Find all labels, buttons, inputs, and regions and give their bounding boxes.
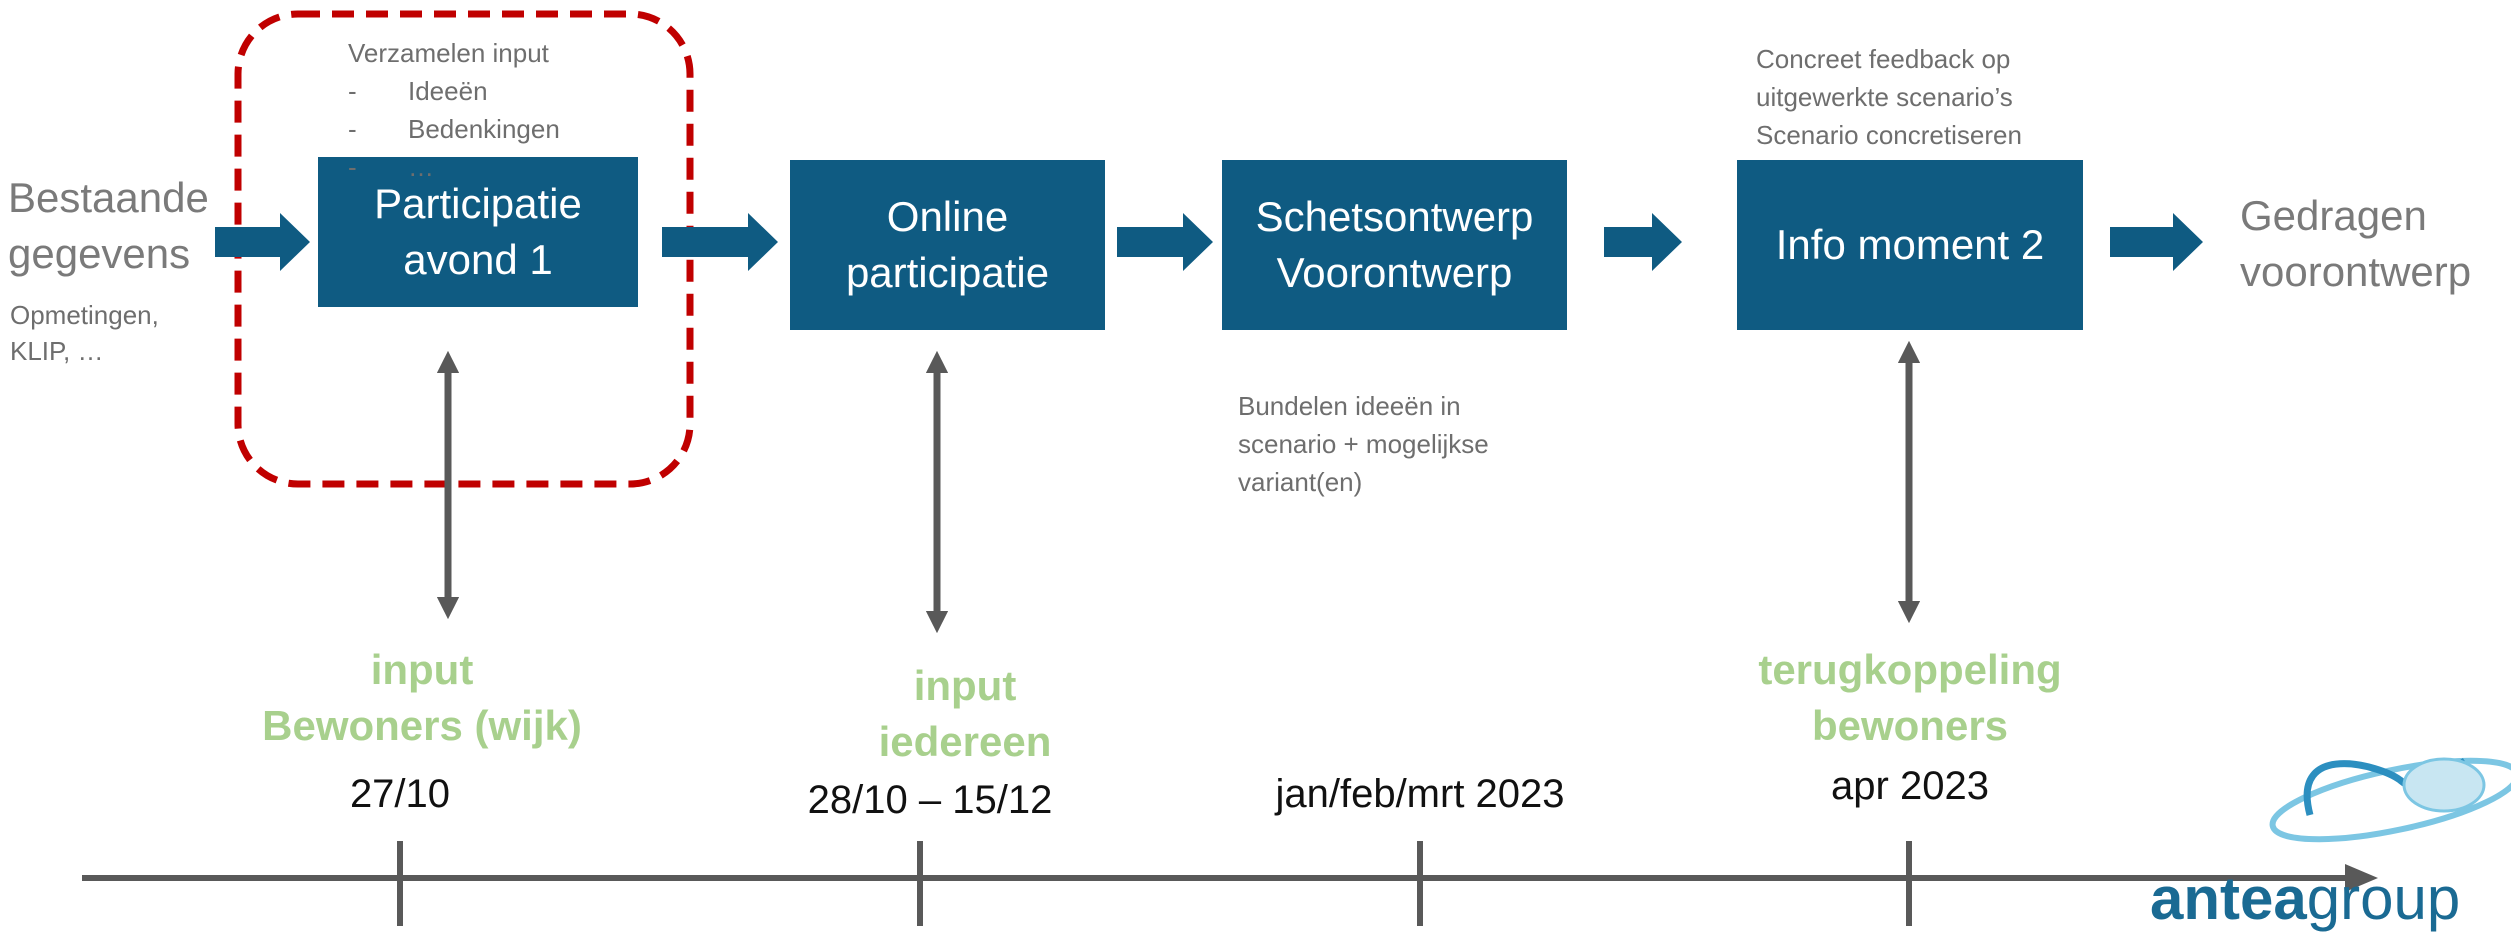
audience-bewoners-wijk: input Bewoners (wijk) bbox=[262, 646, 582, 749]
logo-text-light: group bbox=[2306, 865, 2461, 932]
flow-arrows bbox=[215, 213, 2203, 271]
step-online-participatie: Online participatie bbox=[790, 160, 1105, 330]
start-title: Bestaande gegevens bbox=[8, 174, 209, 277]
note-input-item-1: -Ideeën bbox=[348, 76, 488, 106]
date-4: apr 2023 bbox=[1831, 764, 1989, 808]
end-label: Gedragen voorontwerp bbox=[2240, 192, 2472, 295]
note-input-title: Verzamelen input bbox=[348, 38, 549, 68]
timeline-arrowhead bbox=[2345, 864, 2378, 892]
step-participatie-avond-1: Participatie avond 1 bbox=[318, 157, 638, 307]
flow-arrow-5 bbox=[2110, 213, 2203, 271]
date-1: 27/10 bbox=[349, 772, 451, 816]
flow-arrow-1 bbox=[215, 213, 310, 271]
note-bundelen: Bundelen ideeën in scenario + mogelijkse… bbox=[1238, 391, 1489, 497]
step-info-moment-2: Info moment 2 bbox=[1737, 160, 2083, 330]
start-subtitle: Opmetingen, KLIP, … bbox=[10, 300, 159, 366]
link-arrows bbox=[436, 340, 1921, 634]
date-2: 28/10 – 15/12 bbox=[807, 778, 1053, 822]
flow-arrow-4 bbox=[1604, 213, 1682, 271]
note-input-item-3: -… bbox=[348, 152, 434, 182]
logo: anteagroup bbox=[2150, 864, 2460, 934]
flow-arrow-3 bbox=[1117, 213, 1213, 271]
audience-iedereen: input iedereen bbox=[878, 662, 1052, 765]
logo-mark bbox=[2269, 757, 2511, 843]
note-input-item-2: -Bedenkingen bbox=[348, 114, 560, 144]
flow-arrow-2 bbox=[662, 213, 778, 271]
note-concrete-feedback: Concreet feedback op uitgewerkte scenari… bbox=[1756, 44, 2022, 150]
logo-text-bold: antea bbox=[2150, 865, 2307, 932]
timeline bbox=[82, 841, 2378, 926]
audience-terugkoppeling: terugkoppeling bewoners bbox=[1758, 646, 2062, 749]
step-schetsontwerp-voorontwerp: Schetsontwerp Voorontwerp bbox=[1222, 160, 1567, 330]
date-3: jan/feb/mrt 2023 bbox=[1275, 772, 1565, 816]
note-input: Verzamelen input -Ideeën -Bedenkingen -… bbox=[348, 34, 560, 186]
